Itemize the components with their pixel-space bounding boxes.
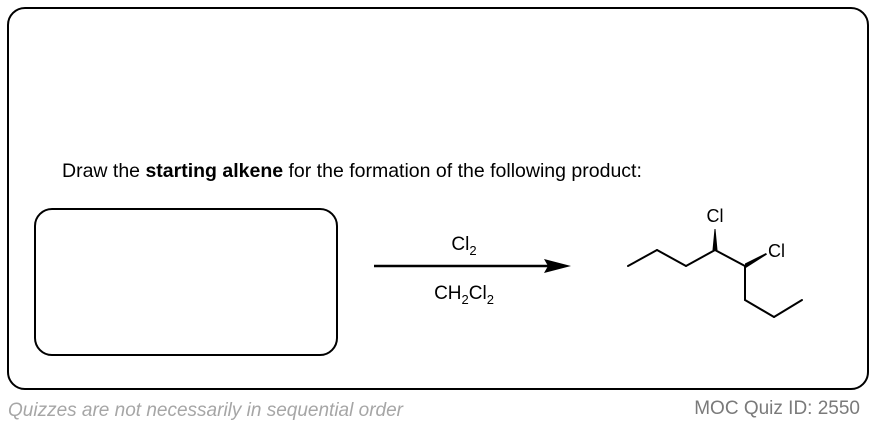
solvent-part1: CH — [434, 283, 462, 304]
reaction-arrow-head — [544, 259, 571, 273]
question-text: Draw the starting alkene for the formati… — [62, 160, 642, 183]
product-bond — [714, 249, 746, 267]
solvent-part2: Cl — [468, 283, 487, 304]
product-bond — [685, 249, 716, 267]
product-bond — [656, 249, 687, 267]
reagent-cl2-sub: 2 — [469, 243, 477, 258]
product-cl-top-label: Cl — [707, 206, 724, 226]
question-suffix: for the formation of the following produ… — [283, 160, 642, 182]
wedge-bond-cl-top — [712, 229, 718, 250]
product-cl-right-label: Cl — [768, 241, 785, 261]
reagent-cl2: Cl2 — [418, 234, 510, 258]
solvent-sub2: 2 — [486, 292, 494, 307]
footer-disclaimer: Quizzes are not necessarily in sequentia… — [8, 400, 403, 421]
reaction-arrow — [374, 259, 571, 273]
answer-drawing-box[interactable] — [34, 208, 338, 356]
question-prefix: Draw the — [62, 160, 146, 182]
product-bond — [773, 299, 803, 318]
product-structure — [627, 249, 803, 318]
solvent-ch2cl2: CH2Cl2 — [405, 283, 523, 307]
wedge-bond-cl-right — [745, 253, 767, 269]
product-bond — [744, 299, 775, 318]
solvent-sub1: 2 — [461, 292, 469, 307]
product-bond — [627, 249, 658, 267]
reagent-cl2-main: Cl — [451, 234, 470, 255]
footer-quiz-id: MOC Quiz ID: 2550 — [694, 398, 860, 419]
question-bold-term: starting alkene — [145, 160, 284, 182]
